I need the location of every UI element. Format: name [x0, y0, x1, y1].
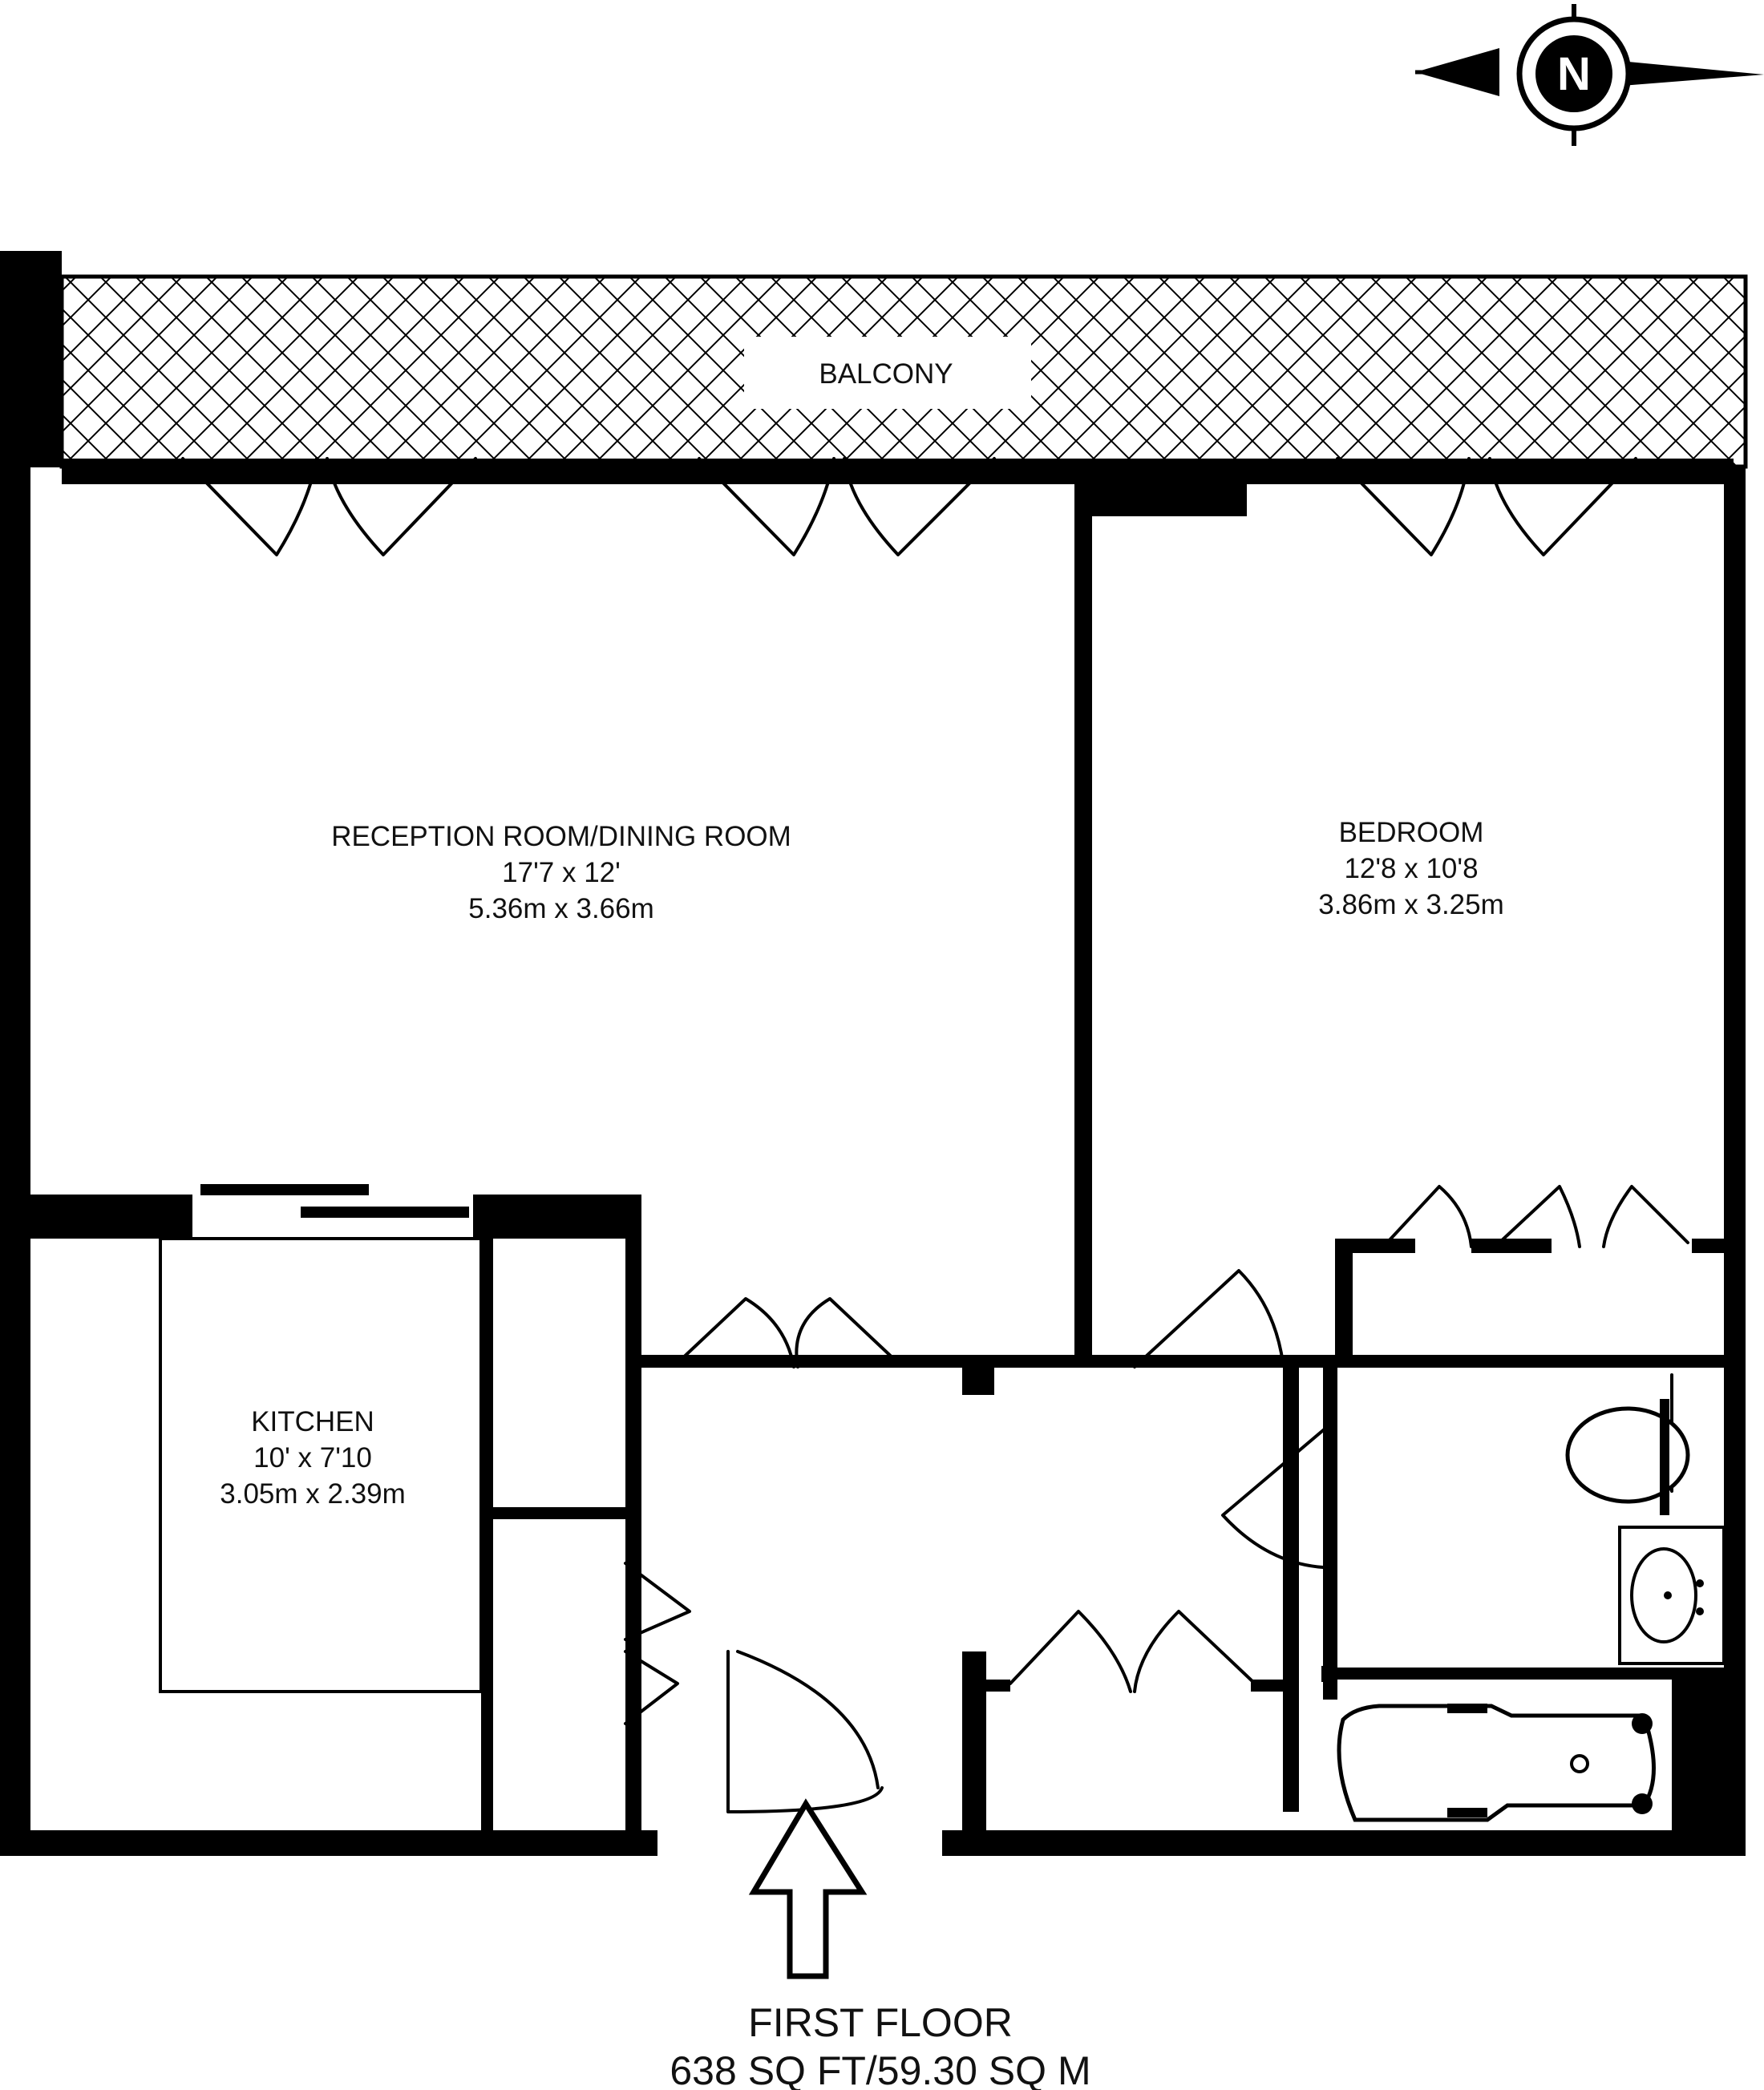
bedroom-label: BEDROOM 12'8 x 10'8 3.86m x 3.25m [1318, 817, 1504, 920]
sliding-door [200, 1184, 469, 1218]
bedroom-metric: 3.86m x 3.25m [1318, 889, 1504, 920]
interior-walls [24, 484, 1730, 1856]
reception-room-label: RECEPTION ROOM/DINING ROOM 17'7 x 12' 5.… [331, 821, 791, 924]
basin-icon [1618, 1526, 1726, 1665]
floor-label: FIRST FLOOR [748, 2000, 1013, 2045]
balcony: BALCONY [59, 274, 1748, 469]
bedroom-imperial: 12'8 x 10'8 [1344, 853, 1478, 884]
entrance-arrow-icon [748, 1798, 868, 1979]
kitchen-metric: 3.05m x 2.39m [220, 1478, 406, 1510]
reception-imperial: 17'7 x 12' [502, 857, 621, 888]
compass-letter: N [1557, 48, 1591, 100]
kitchen-counter [159, 1237, 483, 1693]
balcony-label: BALCONY [819, 358, 953, 390]
compass-north-icon: N [1415, 4, 1764, 146]
reception-metric: 5.36m x 3.66m [468, 893, 654, 924]
kitchen-label: KITCHEN 10' x 7'10 3.05m x 2.39m [220, 1406, 406, 1510]
door-swings [181, 457, 1689, 1813]
toilet-icon [1565, 1373, 1690, 1515]
reception-name: RECEPTION ROOM/DINING ROOM [331, 821, 791, 852]
bedroom-name: BEDROOM [1339, 817, 1484, 848]
bath-icon [1337, 1704, 1656, 1822]
outer-walls [0, 251, 1746, 1856]
kitchen-name: KITCHEN [251, 1406, 374, 1437]
area-label: 638 SQ FT/59.30 SQ M [670, 2048, 1090, 2090]
kitchen-imperial: 10' x 7'10 [253, 1442, 372, 1474]
